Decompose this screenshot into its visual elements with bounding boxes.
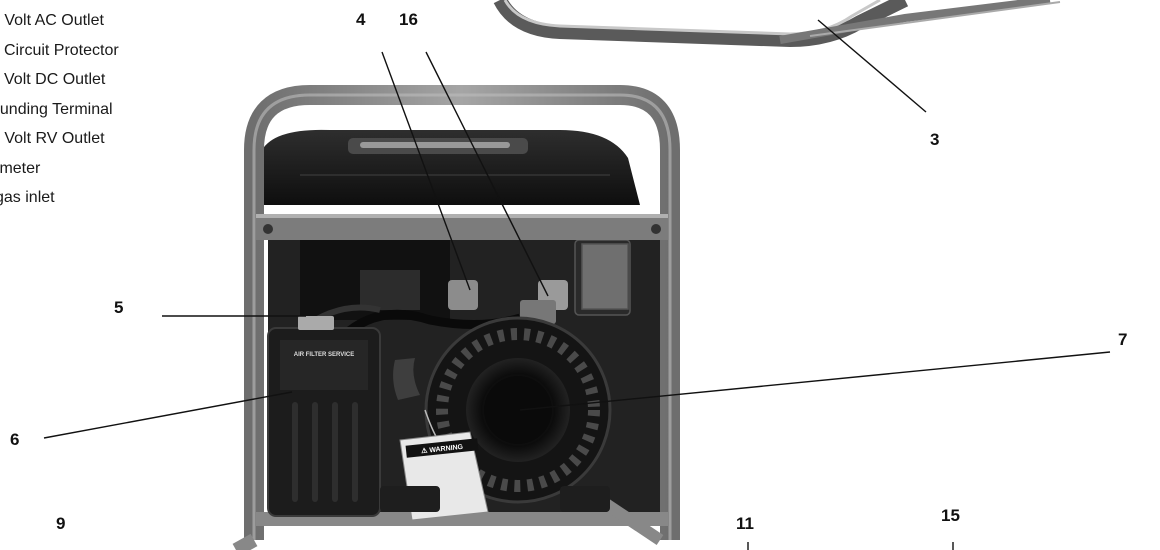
callout-9: 9	[56, 514, 66, 533]
callout-11: 11	[736, 514, 754, 533]
callout-15: 15	[941, 506, 960, 525]
callout-5: 5	[114, 298, 124, 317]
legend-item-rv-outlet: 0 Volt RV Outlet	[0, 130, 105, 147]
parts-legend: 0 Volt AC Outlet Circuit Protector Volt …	[0, 6, 119, 213]
secondary-frame-view	[493, 0, 1061, 48]
leader-line-6	[43, 391, 293, 439]
legend-item-ac-outlet: 0 Volt AC Outlet	[0, 12, 104, 29]
leader-lines	[43, 19, 1111, 550]
leader-line-16	[425, 51, 549, 297]
leader-line-4	[381, 51, 471, 291]
callout-4: 4	[356, 10, 366, 29]
callout-6: 6	[10, 430, 20, 449]
callout-7: 7	[1118, 330, 1128, 349]
air-filter-label-title: AIR FILTER SERVICE	[294, 352, 354, 358]
callout-16: 16	[399, 10, 418, 29]
fuel-tank	[262, 129, 640, 205]
leader-line-7	[519, 351, 1111, 411]
legend-item-grounding-terminal: ounding Terminal	[0, 100, 113, 118]
legend-item-dc-outlet: Volt DC Outlet	[4, 71, 106, 88]
legend-item-gas-inlet: gas inlet	[0, 189, 55, 206]
legend-item-circuit-protector: Circuit Protector	[4, 41, 119, 59]
leader-line-3	[817, 19, 927, 113]
air-filter-box: AIR FILTER SERVICE	[267, 316, 381, 517]
base-feet	[380, 486, 610, 512]
callout-3: 3	[930, 130, 940, 149]
